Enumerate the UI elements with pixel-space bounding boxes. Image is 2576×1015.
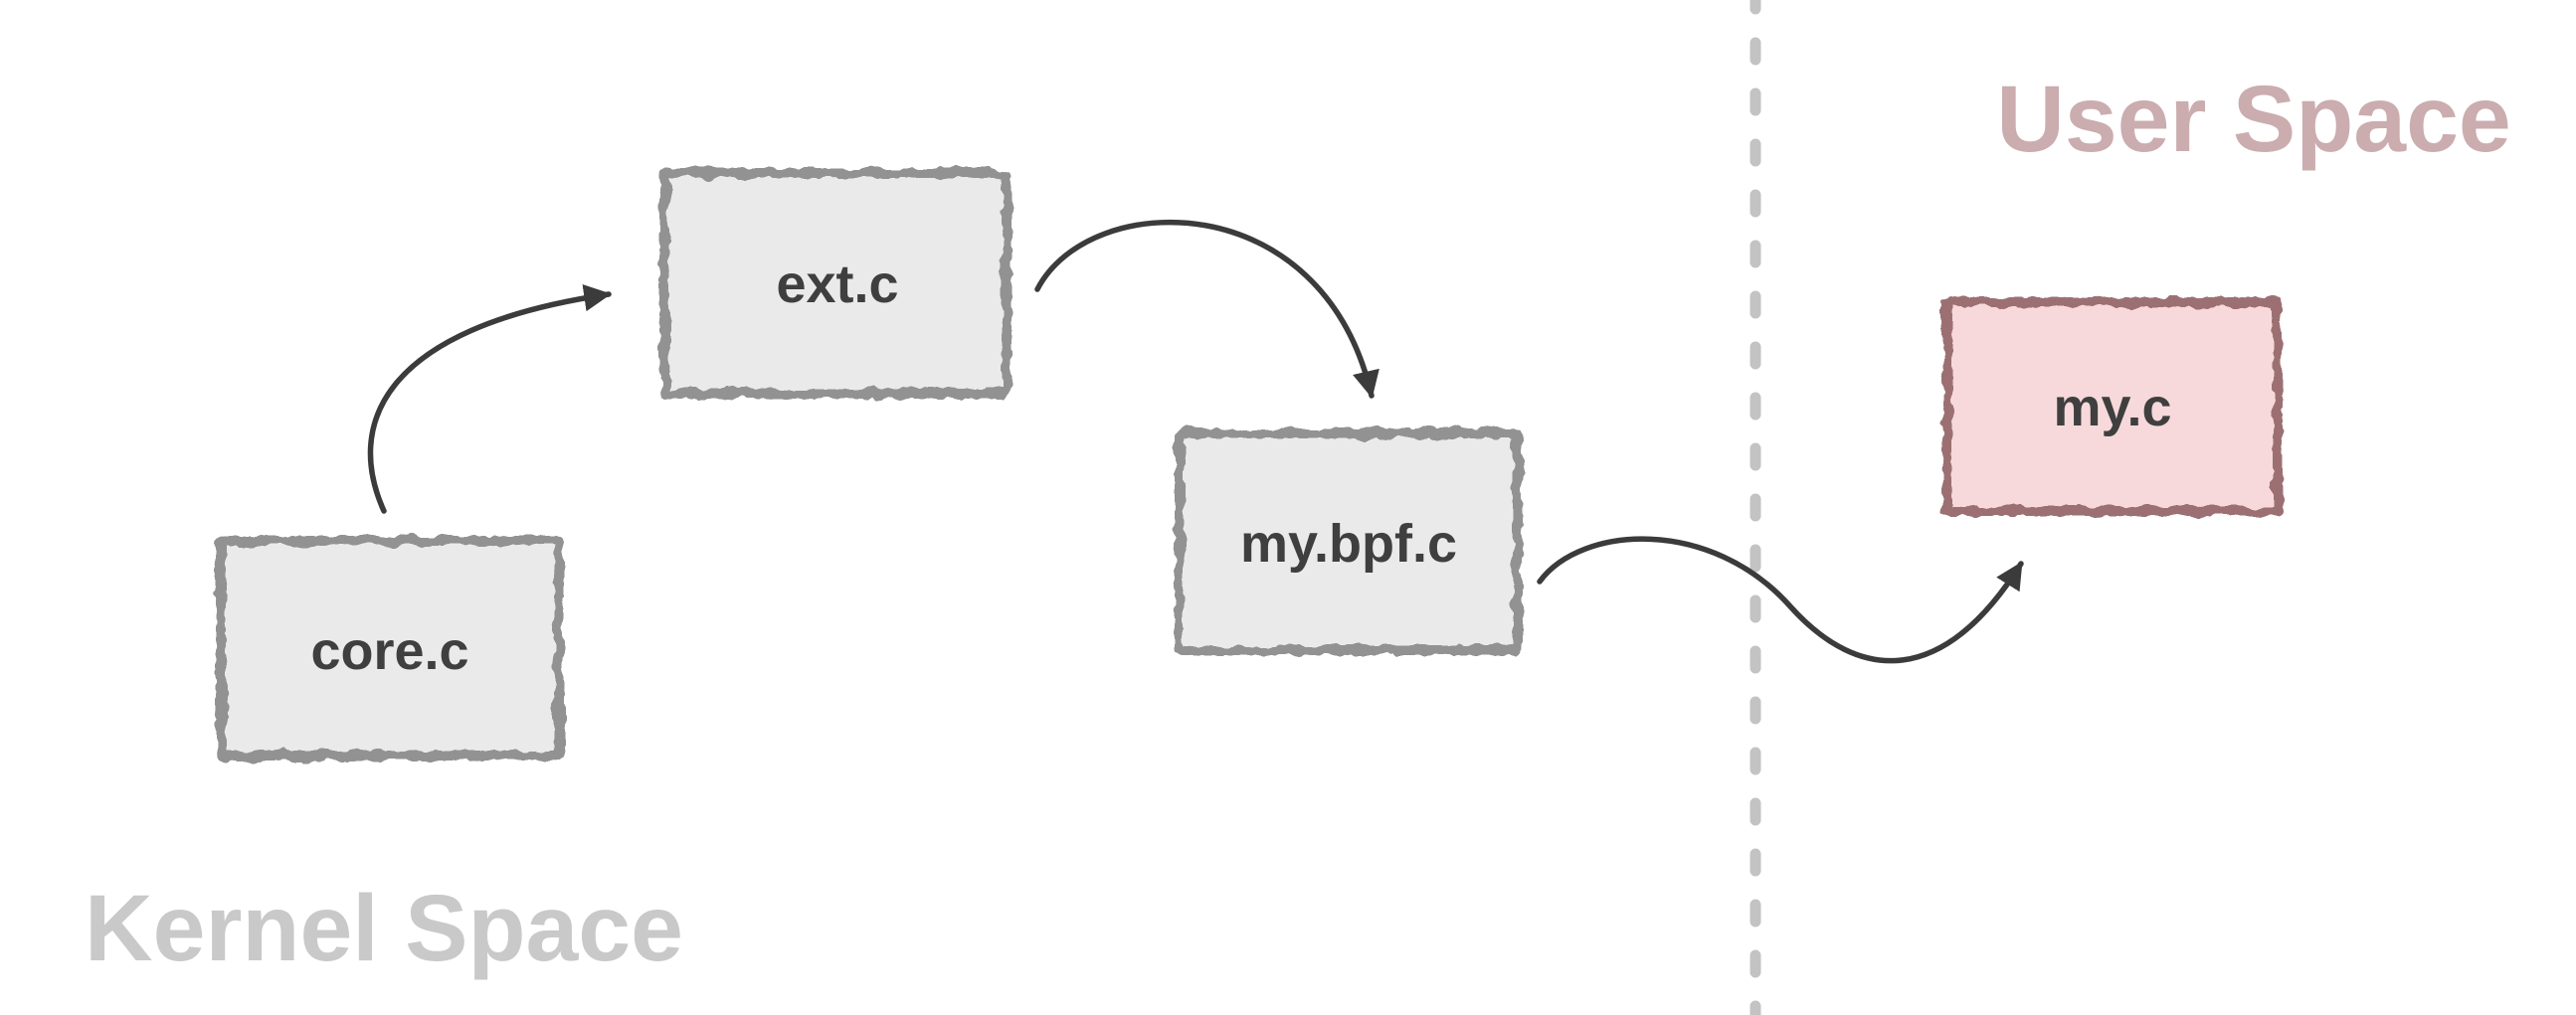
edge-core-to-ext [367,283,612,514]
node-ext [659,168,1012,399]
user-space-label: User Space [1996,67,2511,172]
node-my-label: my.c [2053,378,2171,437]
node-my [1942,297,2283,516]
node-my-box [1942,297,2283,516]
node-core-label: core.c [310,621,468,681]
node-my-bpf-box [1175,428,1523,655]
node-ext-label: ext.c [776,254,898,314]
node-my-bpf-label: my.bpf.c [1240,514,1457,574]
edge-my-bpf-to-my [1537,536,2024,664]
kernel-space-label: Kernel Space [85,876,683,981]
edge-ext-to-my-bpf [1034,219,1380,399]
node-my-bpf [1175,428,1523,655]
node-core [216,536,564,761]
node-ext-box [659,168,1012,399]
node-core-box [216,536,564,761]
